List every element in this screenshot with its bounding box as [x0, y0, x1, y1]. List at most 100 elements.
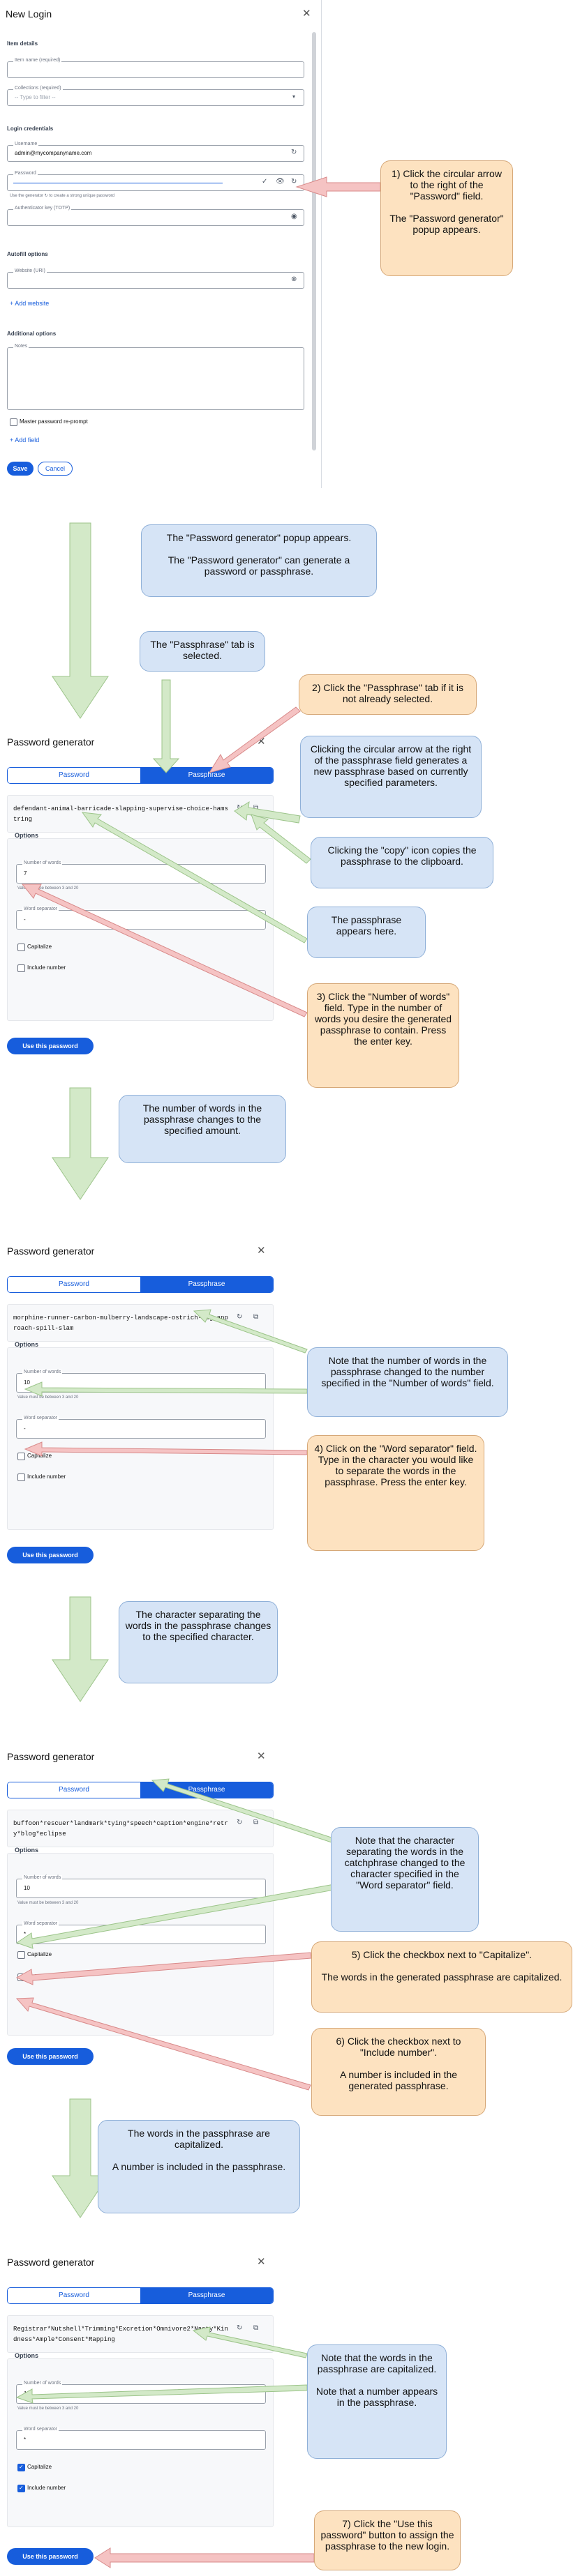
copy-icon[interactable]: ⧉ — [253, 2324, 259, 2332]
callout-step-1: 1) Click the circular arrow to the right… — [380, 160, 513, 276]
include-number-checkbox[interactable] — [17, 1973, 25, 1981]
tab-passphrase[interactable]: Passphrase — [140, 1277, 273, 1292]
word-separator-field[interactable]: Word separator * — [16, 1921, 266, 1944]
authenticator-field[interactable]: Authenticator key (TOTP) ◉ — [7, 206, 304, 226]
notes-textarea[interactable]: Notes — [7, 344, 304, 410]
capitalize-checkbox[interactable] — [17, 1951, 25, 1959]
include-number-checkbox[interactable] — [17, 964, 25, 972]
use-this-password-button[interactable]: Use this password — [7, 1547, 94, 1563]
options-heading: Options — [15, 1341, 38, 1348]
word-separator-value: - — [24, 916, 26, 923]
item-name-field[interactable]: Item name (required) — [7, 58, 304, 78]
options-box: Options Number of words 10 Value must be… — [7, 1341, 274, 1530]
copy-icon[interactable]: ⧉ — [253, 804, 259, 812]
use-this-password-button[interactable]: Use this password — [7, 2548, 94, 2565]
callout-capitalized: The words in the passphrase are capitali… — [98, 2120, 300, 2213]
copy-icon[interactable]: ⧉ — [253, 1819, 259, 1826]
collections-placeholder: -- Type to filter -- — [15, 94, 56, 100]
passphrase-box: Registrar*Nutshell*Trimming*Excretion*Om… — [7, 2315, 274, 2353]
item-name-label: Item name — [15, 58, 38, 63]
collections-required: (required) — [40, 86, 61, 91]
include-number-label: Include number — [27, 964, 66, 971]
number-of-words-value: 10 — [24, 1885, 30, 1891]
close-icon[interactable]: ✕ — [302, 8, 311, 20]
include-number-label: Include number — [27, 1473, 66, 1480]
tab-passphrase[interactable]: Passphrase — [140, 1782, 273, 1798]
regenerate-icon[interactable]: ↻ — [237, 1313, 243, 1321]
dialog-title: New Login — [6, 8, 52, 20]
generator-tabs: Password Passphrase — [7, 1782, 274, 1798]
number-of-words-field[interactable]: Number of words 10 — [16, 2381, 266, 2404]
tab-passphrase[interactable]: Passphrase — [140, 768, 273, 783]
remove-icon[interactable]: ⊗ — [291, 275, 297, 283]
include-number-label: Include number — [27, 2485, 66, 2491]
website-field[interactable]: Website (URI) ⊗ — [7, 268, 304, 289]
username-field[interactable]: Username admin@mycompanyname.com ↻ — [7, 142, 304, 162]
number-of-words-value: 10 — [24, 1379, 30, 1386]
passphrase-value: morphine-runner-carbon-mulberry-landscap… — [13, 1314, 228, 1332]
close-icon[interactable]: ✕ — [257, 1245, 266, 1257]
number-of-words-field[interactable]: Number of words 7 — [16, 861, 266, 884]
generate-username-icon[interactable]: ↻ — [291, 149, 297, 156]
eye-icon[interactable]: 👁 — [276, 178, 285, 185]
tab-password[interactable]: Password — [8, 2288, 140, 2303]
tab-password[interactable]: Password — [8, 1782, 140, 1798]
options-heading: Options — [15, 1847, 38, 1854]
word-separator-field[interactable]: Word separator * — [16, 2427, 266, 2450]
capitalize-checkbox[interactable] — [17, 2464, 25, 2471]
number-of-words-field[interactable]: Number of words 10 — [16, 1370, 266, 1393]
regenerate-icon[interactable]: ↻ — [237, 2324, 243, 2332]
add-website-link[interactable]: + Add website — [10, 300, 50, 307]
autofill-options-heading: Autofill options — [7, 251, 48, 257]
close-icon[interactable]: ✕ — [257, 1750, 266, 1762]
callout-words-changes: The number of words in the passphrase ch… — [119, 1095, 286, 1163]
use-this-password-button[interactable]: Use this password — [7, 1038, 94, 1054]
use-this-password-button[interactable]: Use this password — [7, 2048, 94, 2065]
capitalize-label: Capitalize — [27, 1453, 52, 1459]
master-password-label: Master password re-prompt — [20, 418, 88, 425]
password-field[interactable]: Password ✓ 👁 ↻ — [7, 171, 304, 191]
collections-field[interactable]: Collections (required) -- Type to filter… — [7, 86, 304, 106]
close-icon[interactable]: ✕ — [257, 2256, 266, 2268]
add-field-link[interactable]: + Add field — [10, 437, 40, 444]
master-password-checkbox[interactable] — [10, 418, 17, 426]
save-button[interactable]: Save — [7, 462, 34, 476]
regenerate-icon[interactable]: ↻ — [237, 1819, 243, 1826]
close-icon[interactable]: ✕ — [257, 736, 266, 748]
new-login-dialog: New Login ✕ Item details Item name (requ… — [0, 0, 322, 488]
cancel-button[interactable]: Cancel — [38, 462, 73, 476]
camera-icon[interactable]: ◉ — [291, 213, 297, 220]
password-generator-panel-1: Password generator ✕ Password Passphrase… — [0, 725, 279, 1067]
number-of-words-value: 7 — [24, 870, 27, 877]
tab-passphrase[interactable]: Passphrase — [140, 2288, 273, 2303]
word-separator-field[interactable]: Word separator - — [16, 907, 266, 930]
copy-icon[interactable]: ⧉ — [253, 1313, 259, 1321]
regenerate-icon[interactable]: ↻ — [237, 804, 243, 812]
generator-tabs: Password Passphrase — [7, 1276, 274, 1293]
include-number-checkbox[interactable] — [17, 2485, 25, 2492]
callout-popup-appears: The "Password generator" popup appears. … — [141, 524, 377, 597]
callout-regenerate: Clicking the circular arrow at the right… — [300, 736, 482, 818]
authenticator-label: Authenticator key (TOTP) — [13, 206, 72, 211]
capitalize-checkbox[interactable] — [17, 944, 25, 951]
check-password-icon[interactable]: ✓ — [262, 178, 268, 185]
password-hint: Use the generator ↻ to create a strong u… — [10, 194, 115, 198]
generate-password-icon[interactable]: ↻ — [291, 178, 297, 185]
generator-title: Password generator — [7, 736, 95, 748]
tab-password[interactable]: Password — [8, 1277, 140, 1292]
additional-options-heading: Additional options — [7, 331, 57, 337]
word-separator-field[interactable]: Word separator - — [16, 1416, 266, 1439]
capitalize-label: Capitalize — [27, 944, 52, 950]
options-heading: Options — [15, 2352, 38, 2359]
dialog-scrollbar[interactable] — [312, 32, 316, 450]
options-box: Options Number of words 10 Value must be… — [7, 1847, 274, 2036]
number-of-words-field[interactable]: Number of words 10 — [16, 1875, 266, 1898]
include-number-checkbox[interactable] — [17, 1473, 25, 1481]
passphrase-value: buffoon*rescuer*landmark*tying*speech*ca… — [13, 1820, 228, 1838]
number-of-words-hint: Value must be between 3 and 20 — [17, 886, 79, 891]
capitalize-checkbox[interactable] — [17, 1453, 25, 1460]
number-of-words-label: Number of words — [22, 2381, 63, 2386]
callout-copy: Clicking the "copy" icon copies the pass… — [311, 837, 493, 888]
tab-password[interactable]: Password — [8, 768, 140, 783]
word-separator-label: Word separator — [22, 2427, 59, 2432]
